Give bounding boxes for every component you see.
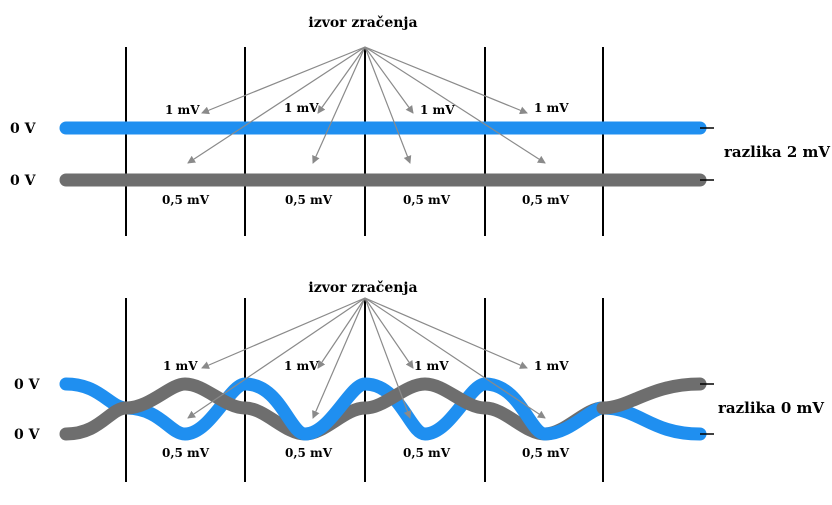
top-arrow-lower-4 [364,46,546,164]
bottom-wire-gray-over [119,377,707,415]
top-panel: izvor zračenja 0 V 0 V razlika 2 mV 1 mV… [10,15,830,236]
bottom-upper-value-2: 1 mV [284,359,319,373]
bottom-wire-a-label: 0 V [14,377,41,393]
bottom-arrow-lower-2 [312,297,366,419]
top-arrows [187,46,546,164]
top-arrow-lower-2 [312,46,366,164]
top-lower-value-1: 0,5 mV [162,193,210,207]
bottom-arrow-upper-2 [317,297,366,369]
top-arrow-upper-2 [317,46,366,114]
top-wire-b-label: 0 V [10,173,37,189]
top-source-label: izvor zračenja [308,15,417,31]
bottom-wire-b-label: 0 V [14,427,41,443]
top-arrow-upper-1 [201,46,366,115]
top-arrow-upper-3 [364,46,414,114]
bottom-arrow-lower-1 [187,297,366,419]
top-upper-value-3: 1 mV [420,103,455,117]
bottom-upper-value-3: 1 mV [414,359,449,373]
top-arrow-lower-1 [187,46,366,164]
bottom-source-label: izvor zračenja [308,280,417,296]
bottom-arrow-lower-4 [364,297,546,419]
top-wire-a-label: 0 V [10,121,37,137]
bottom-arrow-upper-3 [364,297,414,369]
bottom-lower-value-3: 0,5 mV [403,446,451,460]
bottom-arrows [187,297,546,419]
bottom-upper-value-4: 1 mV [534,359,569,373]
top-arrow-upper-4 [364,46,528,115]
top-lower-value-4: 0,5 mV [522,193,570,207]
bottom-difference-label: razlika 0 mV [718,399,824,417]
top-upper-value-2: 1 mV [284,101,319,115]
top-dividers [125,47,604,236]
bottom-upper-value-1: 1 mV [163,359,198,373]
bottom-wire-blue [59,377,707,441]
top-difference-label: razlika 2 mV [724,143,830,161]
bottom-panel: izvor zračenja 0 V 0 V razlika 0 mV 1 mV… [14,280,824,482]
bottom-lower-value-2: 0,5 mV [285,446,333,460]
top-lower-value-2: 0,5 mV [285,193,333,207]
bottom-wire-gray-start [59,401,133,441]
top-arrow-lower-3 [364,46,412,164]
bottom-arrow-lower-3 [364,297,412,419]
top-upper-value-4: 1 mV [534,101,569,115]
top-upper-value-1: 1 mV [165,103,200,117]
bottom-arrow-upper-4 [364,297,528,369]
bottom-arrow-upper-1 [201,297,366,369]
bottom-lower-value-4: 0,5 mV [522,446,570,460]
bottom-lower-value-1: 0,5 mV [162,446,210,460]
top-lower-value-3: 0,5 mV [403,193,451,207]
